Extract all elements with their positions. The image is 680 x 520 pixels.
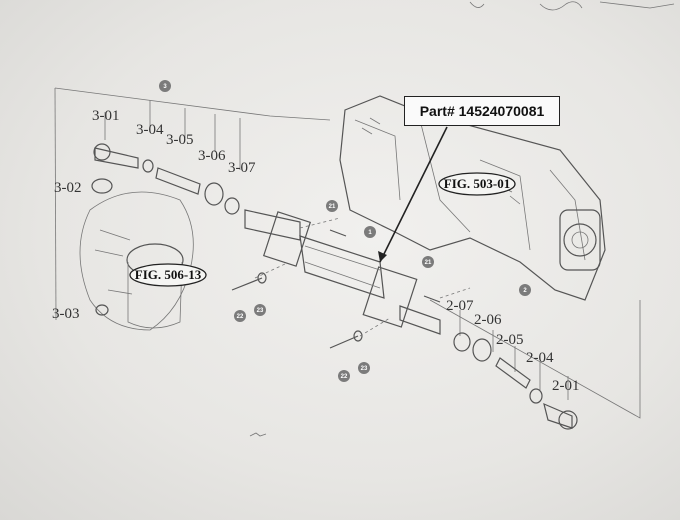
label-3-05: 3-05 bbox=[166, 132, 194, 148]
marker-21b-dot bbox=[422, 256, 434, 268]
part-number-callout: Part# 14524070081 bbox=[404, 96, 560, 126]
marker-23b-dot bbox=[358, 362, 370, 374]
group-3-tag: 3 bbox=[163, 84, 167, 90]
steering-cylinder bbox=[244, 209, 441, 335]
dashed-assembly-leaders bbox=[254, 217, 471, 337]
bolts-and-washers bbox=[231, 229, 441, 349]
top-edge-fragment bbox=[469, 1, 583, 11]
marker-21b: 21 bbox=[425, 260, 432, 266]
group-2-tag-dot bbox=[519, 284, 531, 296]
label-3-07: 3-07 bbox=[228, 160, 256, 176]
group-2-ticks bbox=[459, 310, 569, 400]
marker-22b-dot bbox=[338, 370, 350, 382]
label-2-05: 2-05 bbox=[496, 332, 524, 348]
group-3-bracket-line bbox=[54, 87, 331, 121]
marker-1-dot bbox=[364, 226, 376, 238]
fig-503-label: FIG. 503-01 bbox=[444, 176, 510, 191]
group-3-left-line bbox=[54, 87, 57, 321]
fig-506-oval bbox=[129, 263, 207, 287]
bottom-mark bbox=[249, 432, 267, 437]
marker-22a: 22 bbox=[237, 314, 244, 320]
top-edge-line bbox=[599, 1, 675, 9]
axle-housing bbox=[339, 95, 606, 301]
part-number-text: Part# 14524070081 bbox=[419, 103, 545, 119]
label-3-03: 3-03 bbox=[52, 306, 80, 322]
fig-503-oval bbox=[438, 172, 516, 196]
label-2-04: 2-04 bbox=[526, 350, 554, 366]
marker-21a-dot bbox=[326, 200, 338, 212]
group-2-tag: 2 bbox=[523, 288, 527, 294]
marker-22a-dot bbox=[234, 310, 246, 322]
marker-23a-dot bbox=[254, 304, 266, 316]
label-3-04: 3-04 bbox=[136, 122, 164, 138]
label-3-01: 3-01 bbox=[92, 108, 120, 124]
marker-21a: 21 bbox=[329, 204, 336, 210]
marker-23b: 23 bbox=[361, 366, 368, 372]
callout-arrowhead bbox=[378, 251, 387, 262]
steering-knuckle-housing bbox=[79, 191, 194, 331]
right-tie-rod-parts bbox=[453, 332, 578, 430]
label-2-06: 2-06 bbox=[474, 312, 502, 328]
label-2-01: 2-01 bbox=[552, 378, 580, 394]
group-2-bracket-line bbox=[429, 299, 641, 419]
label-2-07: 2-07 bbox=[446, 298, 474, 314]
marker-22b: 22 bbox=[341, 374, 348, 380]
group-3-tag-dot bbox=[159, 80, 171, 92]
marker-23a: 23 bbox=[257, 308, 264, 314]
marker-1: 1 bbox=[368, 230, 372, 236]
left-tie-rod-parts bbox=[91, 143, 240, 316]
callout-arrow-line bbox=[379, 126, 448, 263]
label-3-02: 3-02 bbox=[54, 180, 82, 196]
fig-506-label: FIG. 506-13 bbox=[135, 267, 202, 282]
group-3-ticks bbox=[104, 100, 241, 170]
label-3-06: 3-06 bbox=[198, 148, 226, 164]
